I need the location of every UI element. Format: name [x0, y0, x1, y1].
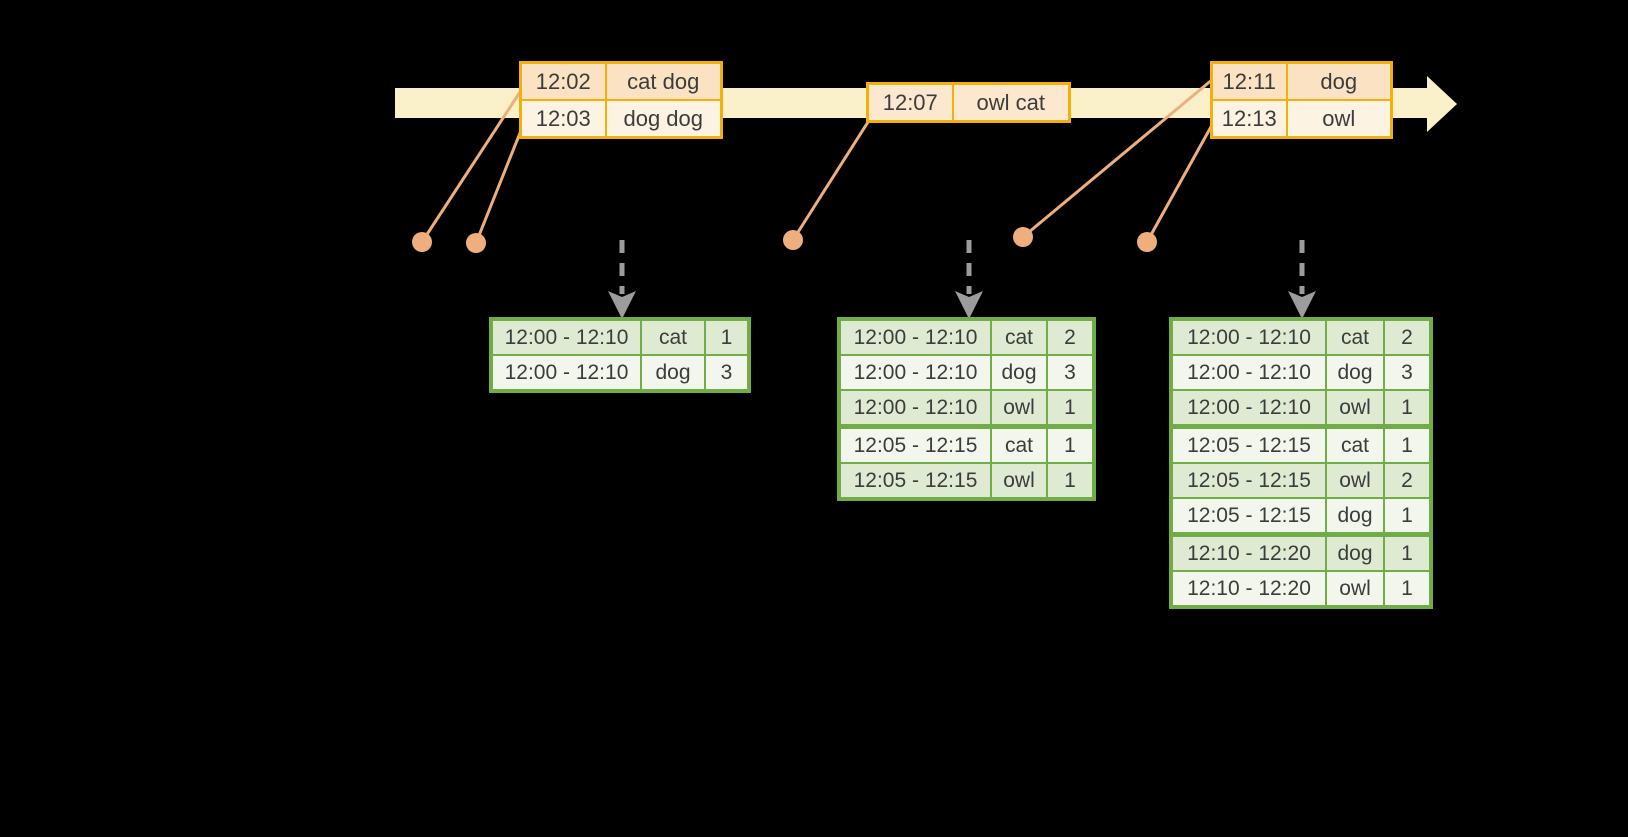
- timeline-arrow-head-icon: [1427, 76, 1457, 132]
- table-cell: 1: [1383, 570, 1432, 608]
- table-cell: 12:05 - 12:15: [838, 424, 992, 464]
- event-dot-icon: [1137, 232, 1157, 252]
- table-cell: 12:07: [866, 82, 954, 123]
- table-cell: cat: [990, 424, 1048, 464]
- table-cell: 3: [704, 354, 750, 392]
- table-cell: 12:00 - 12:10: [838, 318, 992, 356]
- table-cell: 1: [1383, 389, 1432, 428]
- table-cell: 12:05 - 12:15: [1170, 497, 1327, 536]
- event-connector-line: [474, 122, 526, 244]
- event-dot-icon: [1013, 227, 1033, 247]
- table-cell: 12:00 - 12:10: [490, 318, 642, 356]
- table-cell: 3: [1383, 354, 1432, 391]
- table-cell: cat: [1325, 318, 1385, 356]
- table-cell: cat: [640, 318, 706, 356]
- table-cell: 12:05 - 12:15: [1170, 424, 1327, 464]
- table-cell: 12:02: [519, 61, 607, 101]
- table-cell: dog: [990, 354, 1048, 391]
- table-cell: dog: [1285, 61, 1393, 101]
- table-cell: 1: [1046, 462, 1095, 500]
- table-cell: 2: [1046, 318, 1095, 356]
- table-cell: 2: [1383, 318, 1432, 356]
- event-dot-icon: [412, 232, 432, 252]
- table-cell: 12:10 - 12:20: [1170, 570, 1327, 608]
- table-cell: 3: [1046, 354, 1095, 391]
- event-connector-line: [791, 121, 870, 241]
- event-dot-icon: [783, 230, 803, 250]
- table-cell: 12:00 - 12:10: [1170, 318, 1327, 356]
- trigger-arrow-head-icon: [955, 291, 983, 319]
- table-cell: 12:11: [1210, 61, 1288, 101]
- table-cell: owl: [1325, 462, 1385, 499]
- table-cell: dog dog: [604, 99, 723, 139]
- table-cell: 1: [1046, 389, 1095, 428]
- table-cell: 12:05 - 12:15: [1170, 462, 1327, 499]
- table-cell: dog: [1325, 354, 1385, 391]
- trigger-arrow-head-icon: [1288, 291, 1316, 319]
- table-cell: 12:00 - 12:10: [838, 354, 992, 391]
- table-cell: 1: [1383, 424, 1432, 464]
- table-cell: 12:00 - 12:10: [1170, 354, 1327, 391]
- table-cell: cat: [1325, 424, 1385, 464]
- table-cell: 12:13: [1210, 99, 1288, 139]
- event-connector-line: [1145, 124, 1214, 243]
- event-connector-line: [420, 88, 524, 243]
- table-cell: 12:00 - 12:10: [490, 354, 642, 392]
- table-cell: 12:03: [519, 99, 607, 139]
- table-cell: dog: [1325, 532, 1385, 572]
- table-cell: dog: [1325, 497, 1385, 536]
- table-cell: owl cat: [951, 82, 1071, 123]
- table-cell: 1: [1383, 532, 1432, 572]
- table-cell: 12:10 - 12:20: [1170, 532, 1327, 572]
- trigger-arrow-head-icon: [608, 291, 636, 319]
- table-cell: 12:00 - 12:10: [838, 389, 992, 428]
- table-cell: 1: [1383, 497, 1432, 536]
- table-cell: 2: [1383, 462, 1432, 499]
- table-cell: 1: [1046, 424, 1095, 464]
- table-cell: owl: [1285, 99, 1393, 139]
- table-cell: cat: [990, 318, 1048, 356]
- table-cell: owl: [1325, 389, 1385, 428]
- table-cell: cat dog: [604, 61, 723, 101]
- event-dot-icon: [466, 233, 486, 253]
- table-cell: owl: [1325, 570, 1385, 608]
- table-cell: 1: [704, 318, 750, 356]
- table-cell: owl: [990, 389, 1048, 428]
- table-cell: 12:05 - 12:15: [838, 462, 992, 500]
- table-cell: dog: [640, 354, 706, 392]
- table-cell: owl: [990, 462, 1048, 500]
- event-connector-line: [1022, 77, 1214, 239]
- table-cell: 12:00 - 12:10: [1170, 389, 1327, 428]
